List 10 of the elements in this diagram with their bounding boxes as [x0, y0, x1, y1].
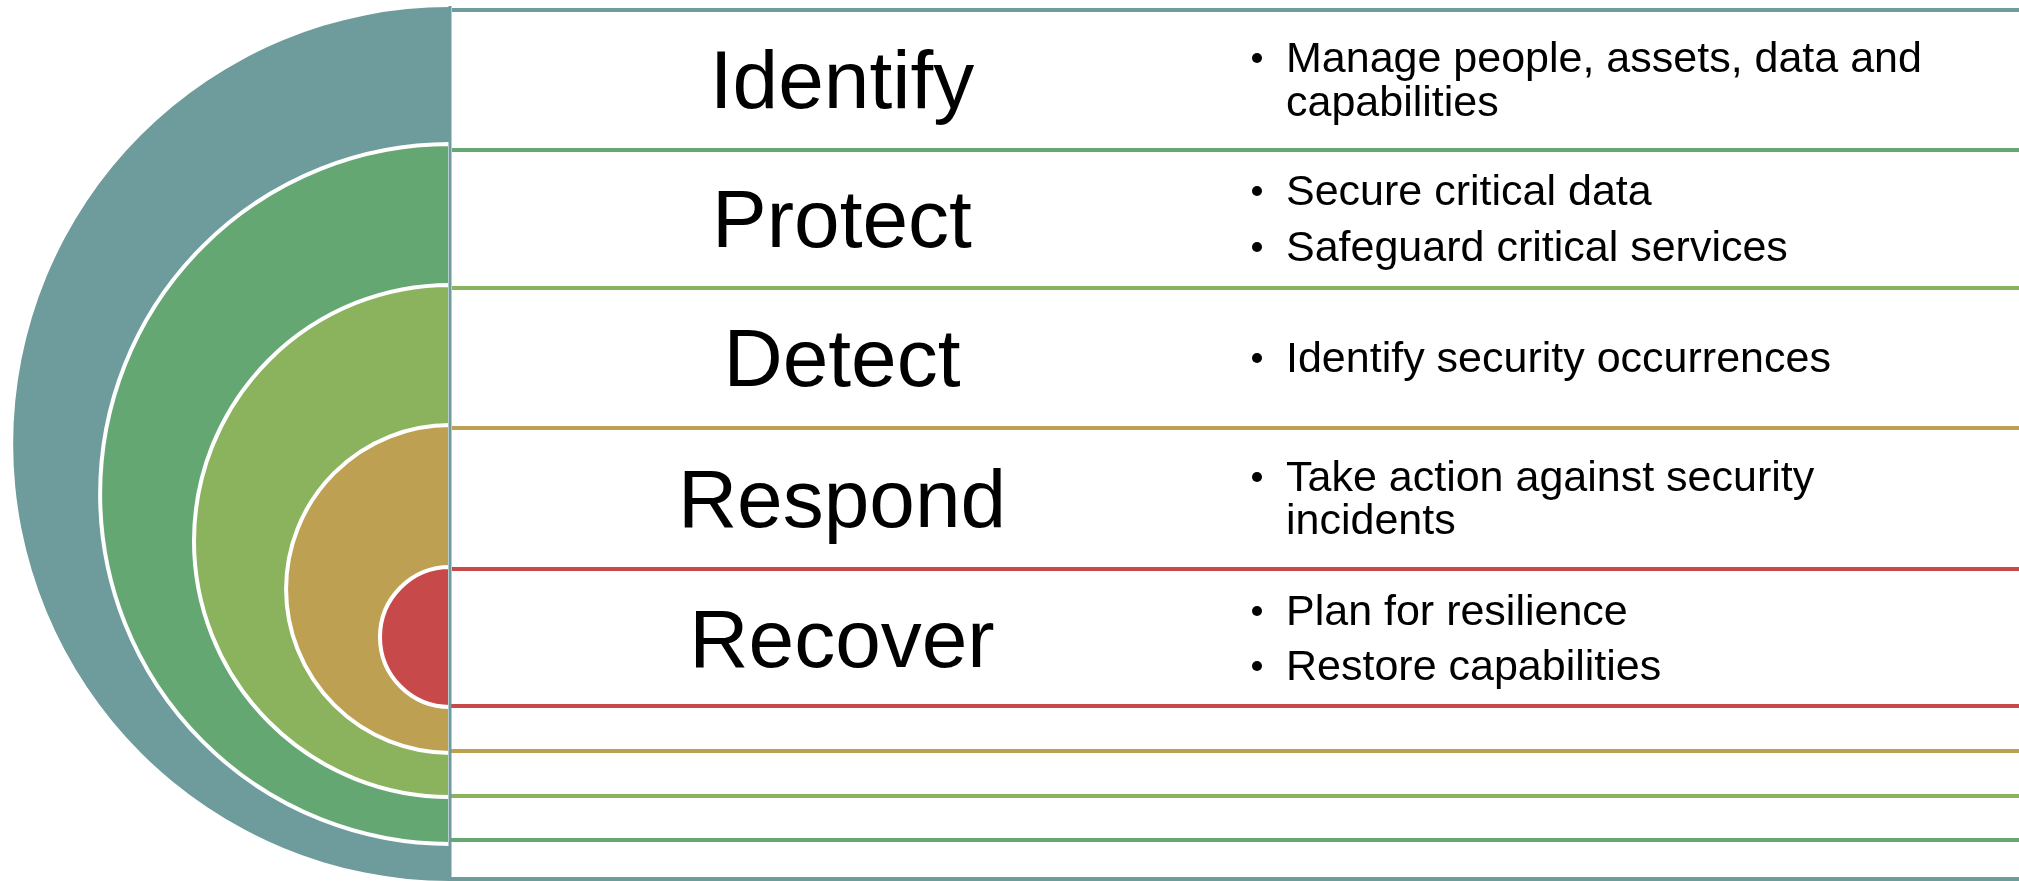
- bullet-text: Plan for resilience: [1286, 588, 1629, 633]
- bullet-text: Manage people, assets, data and capabilities: [1286, 36, 1923, 124]
- bullet-text: Restore capabilities: [1286, 644, 1663, 689]
- bullet-text: Safeguard critical services: [1286, 224, 1789, 269]
- bullet-text: Identify security occurrences: [1286, 336, 1832, 380]
- bullet-text: Take action against security incidents: [1286, 454, 1816, 543]
- bullet-text: Secure critical data: [1286, 169, 1653, 213]
- stage-heading: Recover: [688, 597, 996, 680]
- stage-heading: Protect: [711, 178, 973, 260]
- stage-heading: Detect: [722, 317, 962, 399]
